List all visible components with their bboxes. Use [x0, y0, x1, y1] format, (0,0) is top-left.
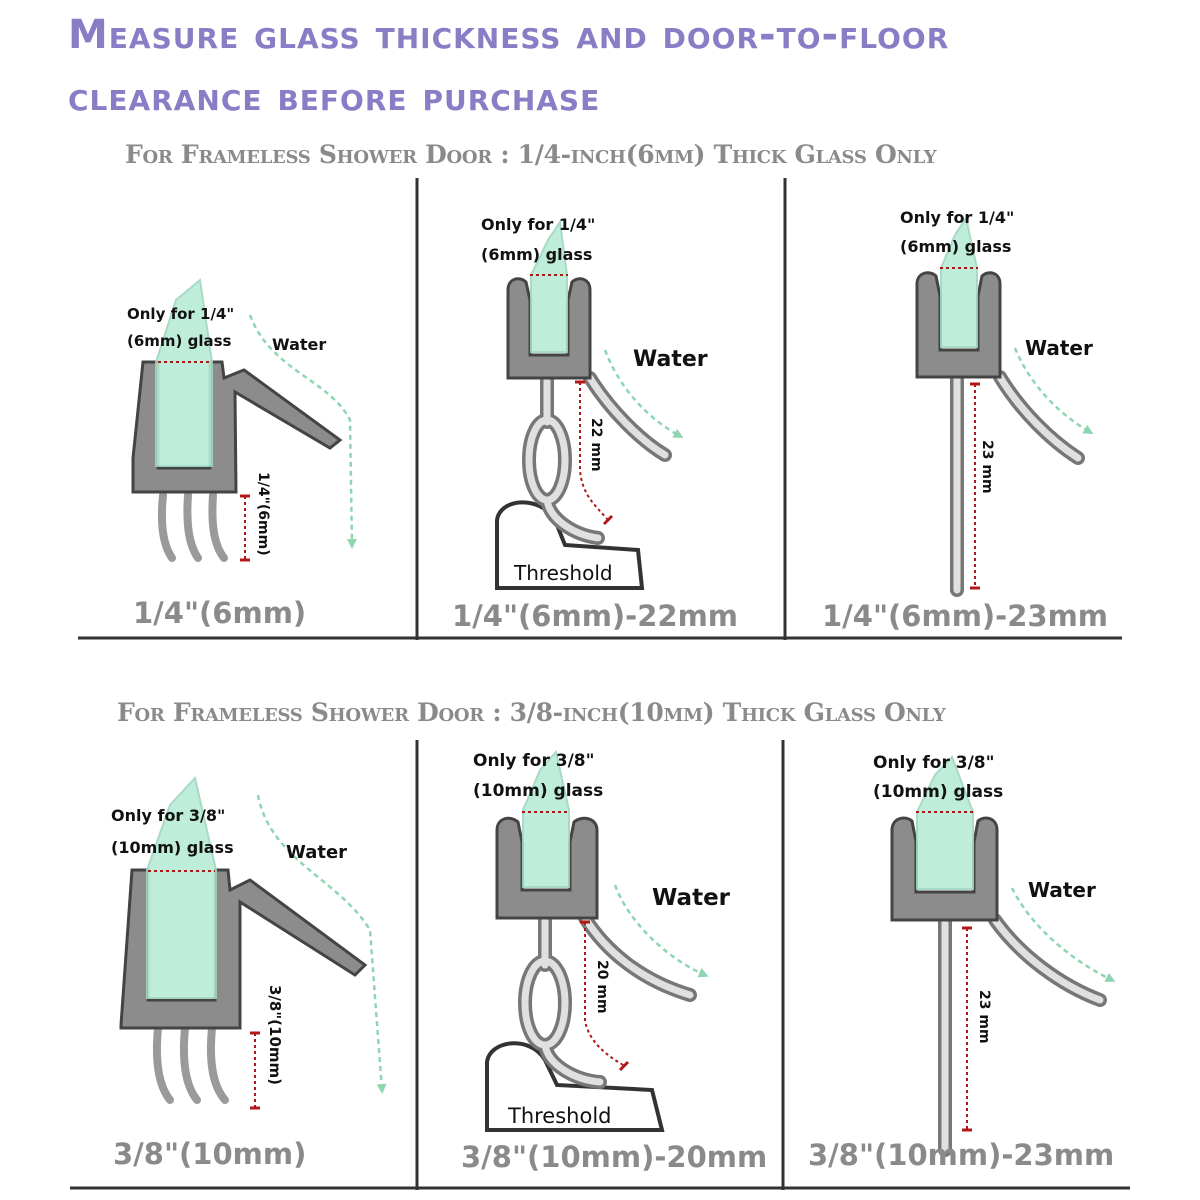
- glass-note-line-2: (10mm) glass: [111, 838, 234, 857]
- water-flow-arrow: [603, 349, 684, 438]
- glass-note-line-1: Only for 3/8": [111, 806, 225, 825]
- water-flow-arrow: [248, 314, 357, 549]
- panel-caption: 3/8"(10mm): [113, 1137, 306, 1171]
- dimension-label: 1/4"(6mm): [255, 472, 271, 556]
- glass-note-line-2: (10mm) glass: [873, 782, 1003, 802]
- dimension-label: 23 mm: [976, 990, 992, 1044]
- dimension-tick-bottom: [602, 514, 614, 526]
- dimension-label: 23 mm: [979, 440, 995, 494]
- glass-panel: [146, 775, 217, 999]
- water-label: Water: [1028, 878, 1096, 902]
- panel-caption: 3/8"(10mm)-20mm: [461, 1140, 767, 1174]
- bulb-seal: [518, 911, 697, 1089]
- dimension-tick-bottom: [618, 1060, 630, 1072]
- glass-note-line-1: Only for 1/4": [900, 208, 1014, 227]
- threshold-block: [495, 500, 645, 590]
- glass-note-line-1: Only for 1/4": [481, 215, 595, 234]
- water-label: Water: [1025, 336, 1093, 360]
- glass-panel: [155, 278, 213, 467]
- glass-panel: [916, 755, 974, 890]
- water-flow-arrow: [613, 884, 709, 978]
- water-label: Water: [633, 347, 708, 372]
- glass-note-line-1: Only for 3/8": [873, 753, 994, 773]
- panel-caption: 1/4"(6mm)-23mm: [822, 599, 1108, 633]
- glass-note-line-2: (6mm) glass: [127, 332, 232, 350]
- water-label: Water: [652, 885, 731, 911]
- dimension-label: 3/8"(10mm): [266, 985, 284, 1085]
- panel-2-2: Only for 3/8" (10mm) glass Water 20 mm T…: [461, 749, 767, 1174]
- height-dimension-line: [584, 922, 626, 1067]
- panel-2-3: Only for 3/8" (10mm) glass Water 23 mm 3…: [808, 753, 1116, 1172]
- u-channel-seal: [890, 816, 999, 922]
- section-heading-quarter-inch: For Frameless Shower Door : 1/4-inch(6mm…: [125, 140, 937, 169]
- height-dimension-line: [579, 382, 609, 521]
- straight-fin-seal: [938, 913, 1107, 1157]
- panel-1-1: Only for 1/4" (6mm) glass Water 1/4"(6mm…: [127, 278, 357, 630]
- bottom-sweep-fins: [157, 491, 228, 562]
- water-label: Water: [272, 335, 326, 354]
- panel-dividers: [70, 178, 1130, 1190]
- glass-note-line-2: (10mm) glass: [473, 781, 603, 801]
- panel-caption: 1/4"(6mm): [133, 596, 306, 630]
- dimension-label: 22 mm: [588, 418, 604, 472]
- threshold-block: [485, 1041, 665, 1132]
- water-label: Water: [286, 842, 347, 863]
- u-channel-seal: [506, 277, 592, 380]
- glass-panel: [522, 749, 570, 888]
- panel-2-1: Only for 3/8" (10mm) glass Water 3/8"(10…: [111, 775, 387, 1171]
- u-channel-seal: [915, 271, 1002, 379]
- panel-1-3: Only for 1/4" (6mm) glass Water 23 mm 1/…: [822, 208, 1108, 633]
- threshold-label: Threshold: [513, 561, 613, 585]
- water-flow-arrow: [256, 794, 387, 1094]
- bottom-sweep-fins: [152, 1024, 229, 1104]
- dimension-label: 20 mm: [594, 960, 610, 1014]
- straight-fin-seal: [950, 370, 1085, 597]
- glass-note-line-1: Only for 1/4": [127, 305, 234, 323]
- page-title-line-1: Measure glass thickness and door-to-floo…: [68, 12, 950, 58]
- glass-note-line-1: Only for 3/8": [473, 751, 594, 771]
- glass-note-line-2: (6mm) glass: [900, 237, 1011, 256]
- water-flow-arrow: [1010, 887, 1116, 982]
- threshold-label: Threshold: [507, 1104, 612, 1128]
- section-heading-three-eighths-inch: For Frameless Shower Door : 3/8-inch(10m…: [117, 698, 946, 727]
- panel-caption: 3/8"(10mm)-23mm: [808, 1138, 1114, 1172]
- panel-caption: 1/4"(6mm)-22mm: [452, 599, 738, 633]
- glass-note-line-2: (6mm) glass: [481, 245, 592, 264]
- panel-1-2: Only for 1/4" (6mm) glass Water 22 mm Th…: [452, 215, 738, 633]
- page-title-line-2: clearance before purchase: [68, 74, 601, 120]
- glass-panel: [530, 219, 568, 353]
- water-flow-arrow: [1013, 347, 1094, 434]
